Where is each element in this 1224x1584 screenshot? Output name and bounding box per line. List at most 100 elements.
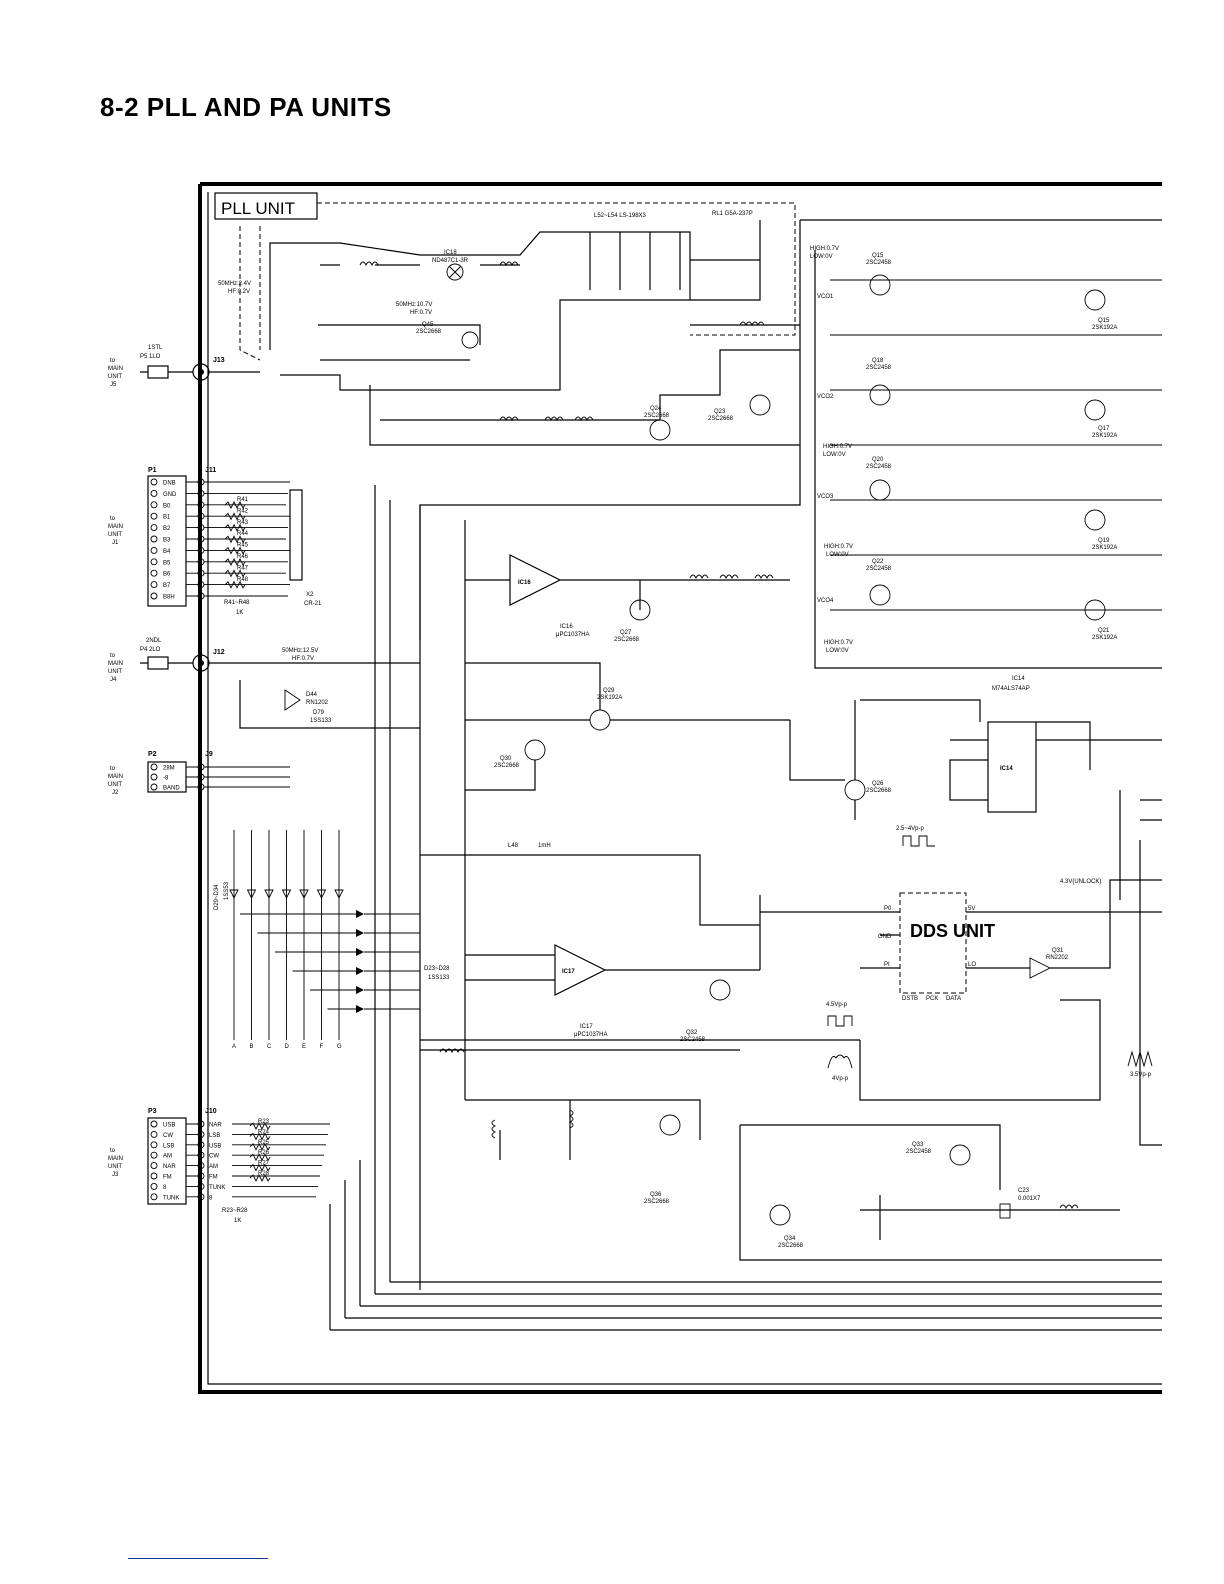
svg-text:J2: J2 <box>112 790 119 796</box>
svg-text:MAIN: MAIN <box>108 524 123 530</box>
transistor-id: Q24 <box>650 406 662 412</box>
transistor-id: Q15 <box>1098 318 1110 324</box>
resistor-label: R24 <box>258 1129 270 1135</box>
j10-pin-hole <box>150 1172 158 1180</box>
svg-text:HIGH:0.7V: HIGH:0.7V <box>823 444 852 450</box>
resistor-label: R23 <box>258 1119 270 1125</box>
pll-unit-label: PLL UNIT <box>221 199 295 218</box>
svg-text:IC14: IC14 <box>1000 766 1013 772</box>
j10-pin-hole <box>150 1130 158 1138</box>
svg-text:R41~R48: R41~R48 <box>224 600 250 606</box>
bus-letter: G <box>337 1044 342 1050</box>
ic14-label: IC14 M74ALS74AP <box>992 676 1030 692</box>
dds-pin-label: LO <box>968 962 976 968</box>
svg-text:IC18: IC18 <box>444 250 457 256</box>
j10-pin-label: USB <box>163 1123 175 1129</box>
svg-text:LOW:0V: LOW:0V <box>823 452 846 458</box>
j11-pin-hole <box>150 592 158 600</box>
svg-text:MAIN: MAIN <box>108 366 123 372</box>
svg-text:P5 1LO: P5 1LO <box>140 354 161 360</box>
j11-pin-hole <box>150 478 158 486</box>
j11-pin-label: B5 <box>163 560 171 566</box>
transistor-part: 2SC2668 <box>708 416 734 422</box>
svg-text:0.001X7: 0.001X7 <box>1018 1196 1041 1202</box>
resistor-label: R48 <box>237 577 249 583</box>
svg-text:CR-21: CR-21 <box>304 601 322 607</box>
transistor-part: 2SC2668 <box>644 1199 670 1205</box>
dds-pin-label: 5V <box>968 906 975 912</box>
svg-text:IC14: IC14 <box>1012 676 1025 682</box>
svg-text:3.5Vp-p: 3.5Vp-p <box>1130 1072 1152 1078</box>
svg-text:C23: C23 <box>1018 1188 1030 1194</box>
svg-text:1STL: 1STL <box>148 345 163 351</box>
vco-label: VCO4 <box>817 598 834 604</box>
transistor-id: Q29 <box>603 688 615 694</box>
svg-text:J11: J11 <box>205 467 216 474</box>
transistor-label-list: Q152SC2458Q182SC2458Q202SC2458Q222SC2458… <box>416 253 1117 1249</box>
j11-pin-hole <box>150 569 158 577</box>
j10-pin-label-right: LSB <box>209 1133 220 1139</box>
resistor-label: R42 <box>237 508 249 514</box>
svg-text:UNIT: UNIT <box>108 532 122 538</box>
svg-text:J4: J4 <box>110 677 117 683</box>
svg-text:P1: P1 <box>148 467 157 474</box>
j10-pin-label-right: AM <box>209 1164 218 1170</box>
svg-text:D29~D34: D29~D34 <box>214 884 220 910</box>
d23-d28-label: D23~D28 1SS133 <box>424 966 450 981</box>
bus-letter: A <box>232 1044 236 1050</box>
svg-text:μPC1037HA: μPC1037HA <box>556 632 589 638</box>
svg-text:ND487C1-3R: ND487C1-3R <box>432 258 469 264</box>
transistor-id: Q30 <box>500 756 512 762</box>
j9-pin-hole <box>150 763 158 771</box>
transistor-part: 2SC2668 <box>614 637 640 643</box>
j10-pin-hole <box>150 1162 158 1170</box>
j10-pin-hole <box>150 1193 158 1201</box>
bus-letter: B <box>250 1044 254 1050</box>
transistor-part: 2SK192A <box>1092 545 1117 551</box>
transistor-part: 2SC2458 <box>866 365 892 371</box>
j11-pin-hole <box>150 512 158 520</box>
j10-pin-label-right: 8 <box>209 1195 213 1201</box>
j11-pin-label: B8H <box>163 595 175 601</box>
resistor-label: R26 <box>258 1150 270 1156</box>
svg-text:X2: X2 <box>306 592 314 598</box>
j10-pin-hole <box>150 1182 158 1190</box>
j9-pin-label: -8 <box>163 776 169 782</box>
dds-pin-label: PCK <box>926 996 938 1002</box>
svg-text:UNIT: UNIT <box>108 1164 122 1170</box>
transistor-id: Q27 <box>620 630 632 636</box>
transistor-id: Q17 <box>1098 426 1110 432</box>
ic17-label: IC17 IC17 μPC1037HA <box>562 969 607 1038</box>
j11-pin-hole <box>150 546 158 554</box>
transistor-id: Q23 <box>714 409 726 415</box>
svg-text:P3: P3 <box>148 1108 157 1115</box>
j11-pin-label: GND <box>163 492 177 498</box>
svg-text:J5: J5 <box>110 382 117 388</box>
dds-unit-block: DDS UNIT <box>910 921 995 941</box>
j11-pin-label: B2 <box>163 526 171 532</box>
j10-destination: to MAIN UNIT J3 <box>108 1148 123 1178</box>
svg-text:50MHz:12.5V: 50MHz:12.5V <box>282 648 318 654</box>
j11-pin-hole <box>150 581 158 589</box>
svg-text:P2: P2 <box>148 751 157 758</box>
transistor-id: Q26 <box>872 781 884 787</box>
svg-text:LOW:0V: LOW:0V <box>826 552 849 558</box>
j10-pin-label-right: USB <box>209 1143 221 1149</box>
j11-pin-hole <box>150 558 158 566</box>
transistor-id: Q22 <box>872 559 884 565</box>
svg-text:UNIT: UNIT <box>108 669 122 675</box>
j10-pin-label: 8 <box>163 1185 167 1191</box>
j10-pin-label: CW <box>163 1133 173 1139</box>
svg-text:μPC1037HA: μPC1037HA <box>574 1032 607 1038</box>
j11-pin-label: B3 <box>163 538 171 544</box>
transistor-part: 2SC2668 <box>644 413 670 419</box>
svg-text:MAIN: MAIN <box>108 1156 123 1162</box>
transistor-id: Q33 <box>912 1142 924 1148</box>
svg-text:to: to <box>110 1148 116 1154</box>
svg-text:IC17: IC17 <box>580 1024 593 1030</box>
svg-text:1SS53: 1SS53 <box>224 881 230 900</box>
j11-destination: to MAIN UNIT J1 <box>108 516 123 546</box>
j9-pin-label: BAND <box>163 786 180 792</box>
